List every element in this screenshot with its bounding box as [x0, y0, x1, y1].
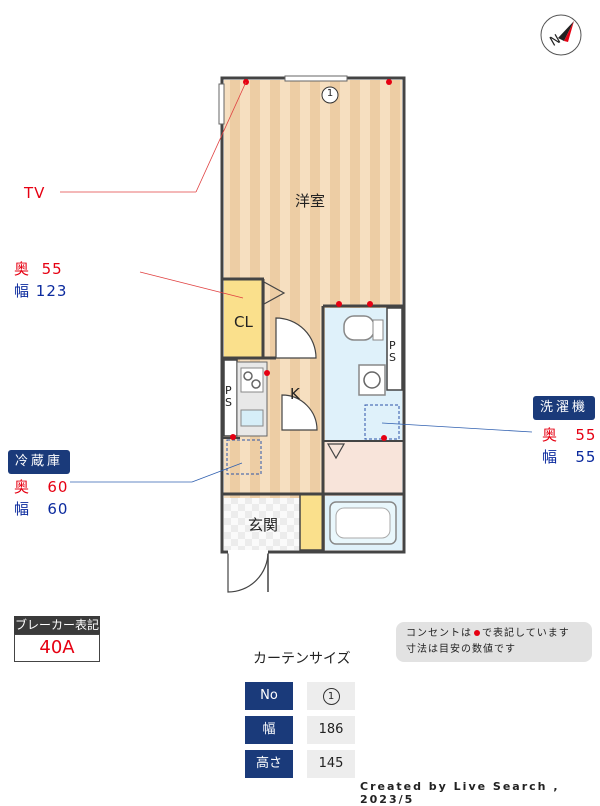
legend-note: コンセントはで表記しています 寸法は目安の数値です	[396, 622, 592, 662]
washer-dimensions: 奥 55 幅 55	[542, 424, 596, 468]
fridge-dimensions: 奥 60 幅 60	[14, 476, 68, 520]
ps-label-left: PS	[225, 384, 232, 409]
closet-depth-label: 奥	[14, 260, 31, 278]
fridge-width-label: 幅	[14, 500, 31, 518]
window-left	[218, 83, 225, 125]
outlet	[230, 434, 236, 440]
breaker-panel: ブレーカー表記 40A	[14, 616, 100, 662]
washer-width-value: 55	[575, 448, 597, 466]
washer-title-badge: 洗濯機	[533, 396, 595, 420]
shoe-box	[299, 493, 325, 551]
room-label-entrance: 玄関	[248, 516, 279, 534]
curtain-row-value: 145	[307, 750, 355, 778]
breaker-value: 40A	[14, 634, 100, 662]
curtain-row: 高さ 145	[245, 750, 355, 778]
fridge-depth-value: 60	[47, 478, 69, 496]
legend-note-line1: コンセントはで表記しています	[406, 628, 570, 639]
compass-icon: N	[540, 14, 582, 56]
outlet	[381, 435, 387, 441]
fridge-width-value: 60	[47, 500, 69, 518]
washer-depth-label: 奥	[542, 426, 559, 444]
curtain-row: 幅 186	[245, 716, 355, 744]
window-number: 1	[326, 88, 334, 99]
curtain-row-label: No	[245, 682, 293, 710]
credit-text: Created by Live Search , 2023/5	[360, 780, 560, 806]
breaker-title: ブレーカー表記	[14, 616, 100, 634]
fridge-depth-label: 奥	[14, 478, 31, 496]
outlet	[367, 301, 373, 307]
legend-note-line2: 寸法は目安の数値です	[406, 644, 516, 655]
tv-label: TV	[24, 184, 46, 202]
toilet-corridor-floor	[325, 441, 402, 496]
curtain-row-value: 186	[307, 716, 355, 744]
curtain-title: カーテンサイズ	[253, 651, 351, 667]
room-label-closet: CL	[234, 313, 253, 331]
entrance-floor	[224, 498, 300, 550]
ps-label-right: PS	[389, 339, 396, 364]
curtain-row-label: 幅	[245, 716, 293, 744]
curtain-row-value: 1	[307, 682, 355, 710]
curtain-row: No 1	[245, 682, 355, 710]
washer-depth-value: 55	[575, 426, 597, 444]
closet-width-value: 123	[35, 282, 68, 300]
window-top	[284, 75, 348, 82]
outlet-icon	[474, 630, 480, 636]
curtain-table: No 1 幅 186 高さ 145	[245, 682, 355, 778]
closet-dimensions: 奥 55 幅 123	[14, 258, 67, 302]
closet-floor	[224, 280, 262, 358]
closet-depth-value: 55	[41, 260, 63, 278]
outlet	[386, 79, 392, 85]
compass: N	[538, 12, 584, 58]
outlet	[336, 301, 342, 307]
fridge-title-badge: 冷蔵庫	[8, 450, 70, 474]
ps-shaft-right	[386, 307, 403, 391]
closet-width-label: 幅	[14, 282, 31, 300]
room-label-kitchen: K	[290, 385, 300, 403]
curtain-row-label: 高さ	[245, 750, 293, 778]
room-label-western: 洋室	[295, 192, 326, 210]
outlet	[264, 370, 270, 376]
fridge-space	[226, 439, 262, 475]
washer-width-label: 幅	[542, 448, 559, 466]
